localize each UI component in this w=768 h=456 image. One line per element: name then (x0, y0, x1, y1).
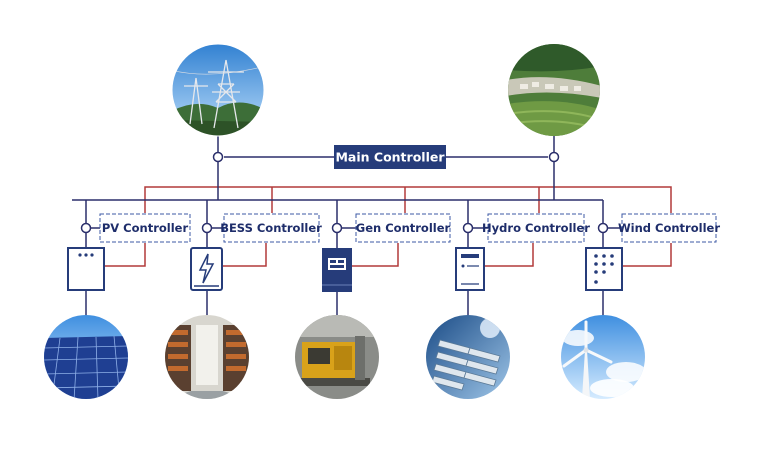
diesel-generator-photo (295, 315, 379, 399)
pv-controller-label: PV Controller (102, 221, 189, 235)
breaker-village (548, 151, 560, 163)
generator-panel-icon (322, 248, 352, 292)
battery-storage-icon (190, 247, 223, 291)
village-photo (508, 44, 600, 136)
pv-inverter-icon (67, 247, 105, 291)
hydro-unit-icon (455, 247, 485, 291)
breaker-nodes (80, 151, 609, 234)
bess-controller-label: BESS Controller (220, 221, 322, 235)
bess-controller-box (223, 213, 320, 243)
breaker-wind (597, 222, 609, 234)
hydro-controller-box (487, 213, 585, 243)
main-controller-box: Main Controller (334, 145, 446, 169)
gen-controller-label: Gen Controller (356, 221, 451, 235)
wind-controller-box (621, 213, 717, 243)
breaker-grid (212, 151, 224, 163)
wind-turbine-photo (561, 315, 645, 399)
breaker-pv (80, 222, 92, 234)
hydro-turbine-photo (426, 315, 510, 399)
breaker-bess (201, 222, 213, 234)
power-grid-photo (172, 44, 264, 136)
main-controller-label: Main Controller (335, 150, 445, 165)
hydro-controller-label: Hydro Controller (482, 221, 590, 235)
battery-storage-photo (165, 315, 249, 399)
gen-controller-box (355, 213, 451, 243)
pv-controller-box (99, 213, 191, 243)
breaker-hydro (462, 222, 474, 234)
wind-controller-label: Wind Controller (618, 221, 720, 235)
wind-panel-icon (585, 247, 623, 291)
solar-panels-photo (44, 315, 128, 399)
breaker-gen (331, 222, 343, 234)
